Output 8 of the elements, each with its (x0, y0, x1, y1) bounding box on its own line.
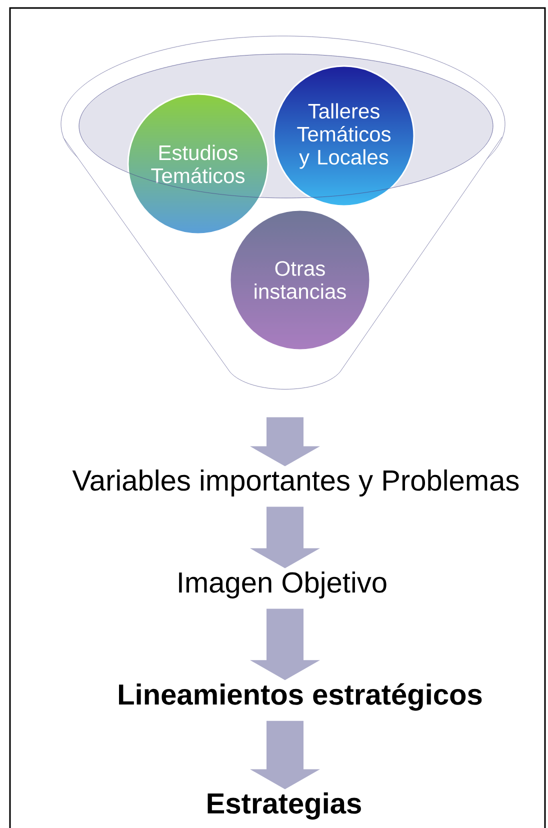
block-arrow (250, 608, 320, 680)
block-arrow (250, 720, 320, 790)
step-label: Lineamientos estratégicos (119, 683, 482, 711)
step-label: Imagen Objetivo (179, 571, 386, 599)
block-arrow (250, 506, 320, 568)
step-label: Estrategias (208, 792, 361, 820)
step-label: Variables importantes y Problemas (72, 469, 519, 497)
block-arrow (250, 417, 320, 466)
